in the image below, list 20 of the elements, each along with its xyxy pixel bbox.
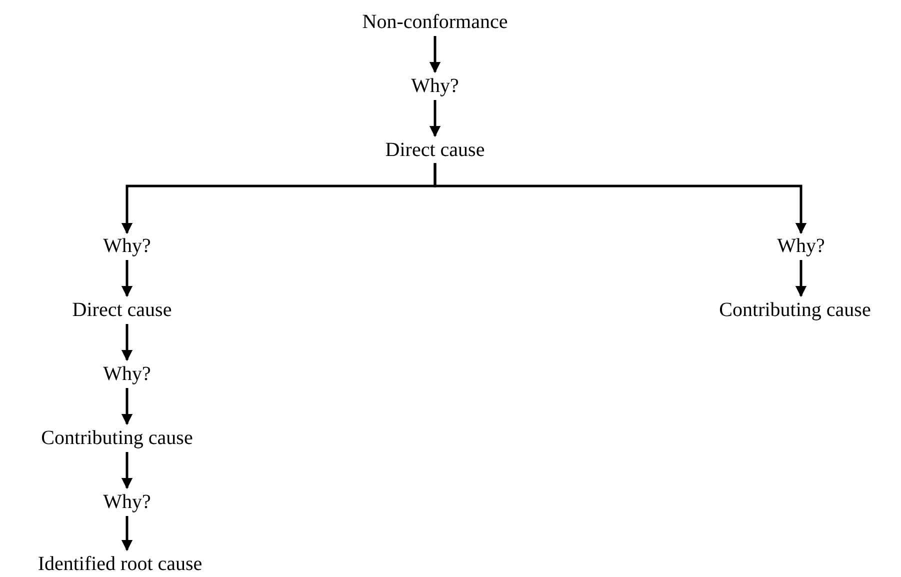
arrow — [121, 324, 133, 362]
arrow — [434, 163, 807, 234]
arrow — [429, 100, 441, 138]
step-label: Why? — [103, 491, 151, 513]
step-label: Direct cause — [385, 139, 485, 161]
step-label: Identified root cause — [38, 553, 202, 575]
step-label: Why? — [411, 75, 459, 97]
step-label: Non-conformance — [362, 11, 508, 33]
arrow — [121, 516, 133, 552]
step-label: Contributing cause — [719, 299, 871, 321]
step-label: Direct cause — [72, 299, 172, 321]
arrow — [795, 260, 807, 298]
arrow — [121, 260, 133, 298]
arrow — [121, 388, 133, 426]
arrow — [121, 452, 133, 490]
step-label: Why? — [777, 235, 825, 257]
step-label: Why? — [103, 235, 151, 257]
step-label: Why? — [103, 363, 151, 385]
step-label: Contributing cause — [41, 427, 193, 449]
arrow — [429, 36, 441, 74]
